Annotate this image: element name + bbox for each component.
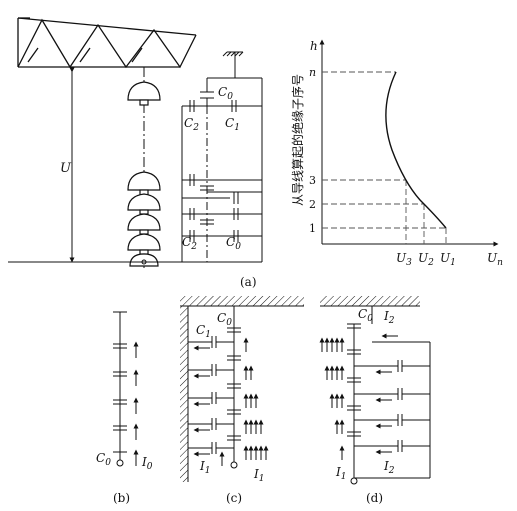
panel-b: C0 I0 (b) — [96, 311, 153, 505]
graph-guides — [322, 71, 447, 244]
panel-c-horizontal-arrows — [193, 345, 210, 457]
voltage-distribution-graph: h Un 从导线算起的绝缘子序号 n 3 2 1 U3 U2 U1 — [290, 39, 503, 268]
panel-b-chain — [113, 311, 127, 460]
panel-d-circuit — [320, 305, 431, 479]
panel-b-cap-label: C0 — [96, 451, 111, 468]
graph-y-tick-n: n — [309, 66, 316, 79]
panel-c: C1 C0 I1 I1 (c) — [180, 296, 304, 505]
graph-y-title: 从导线算起的绝缘子序号 — [290, 74, 305, 206]
panel-c-top-hatch — [180, 296, 304, 306]
graph-y-axis-label: h — [310, 39, 318, 53]
graph-x-ticks: U3 U2 U1 — [396, 251, 456, 268]
panel-b-terminal — [116, 459, 124, 467]
panel-c-i1-right-label: I1 — [253, 467, 264, 484]
panel-c-terminal — [230, 461, 238, 469]
insulator-top — [127, 81, 161, 106]
graph-voltage-curve — [385, 71, 447, 229]
cap-c2-top-label: C2 — [184, 116, 199, 133]
panel-d-i2-bottom-label: I2 — [383, 459, 395, 476]
panel-c-vertical-arrows — [219, 337, 269, 466]
graph-x-axis-label: Un — [487, 251, 503, 268]
panel-b-current-label: I0 — [141, 455, 153, 472]
panel-a-caption: (a) — [240, 275, 257, 289]
panel-c-left-hatch — [180, 306, 188, 482]
graph-x-tick-u3: U3 — [396, 251, 412, 268]
panel-d: C0 I2 I1 I2 (d) — [319, 296, 431, 505]
cap-c0-top-label: C0 — [218, 85, 233, 102]
voltage-label: U — [60, 161, 72, 176]
panel-d-caption: (d) — [366, 491, 383, 505]
panel-d-i1-label: I1 — [335, 465, 346, 482]
graph-x-tick-u1: U1 — [440, 251, 456, 268]
panel-c-c0-label: C0 — [217, 311, 232, 328]
cap-c0-bottom-label: C0 — [226, 235, 241, 252]
graph-y-tick-2: 2 — [309, 198, 316, 211]
tower-truss — [17, 17, 197, 69]
cap-c1-top-label: C1 — [225, 116, 240, 133]
graph-y-tick-1: 1 — [309, 222, 316, 235]
panel-c-circuit — [180, 305, 304, 482]
graph-y-tick-3: 3 — [309, 174, 316, 187]
graph-y-ticks: n 3 2 1 — [309, 66, 316, 235]
panel-c-i1-left-label: I1 — [199, 459, 210, 476]
panel-d-terminal — [350, 477, 358, 485]
panel-d-top-hatch — [320, 296, 420, 306]
panel-d-vertical-arrows — [319, 337, 345, 460]
panel-c-caption: (c) — [226, 491, 242, 505]
insulator-stack — [127, 171, 161, 267]
panel-c-c1-label: C1 — [196, 323, 211, 340]
panel-d-c0-label: C0 — [358, 307, 373, 324]
panel-d-horizontal-arrows — [375, 333, 398, 455]
panel-d-i2-top-label: I2 — [383, 309, 395, 326]
graph-x-tick-u2: U2 — [418, 251, 434, 268]
panel-b-caption: (b) — [113, 491, 130, 505]
panel-a: U — [8, 17, 263, 289]
capacitor-ladder — [181, 51, 263, 263]
cap-c2-bottom-label: C2 — [182, 235, 197, 252]
